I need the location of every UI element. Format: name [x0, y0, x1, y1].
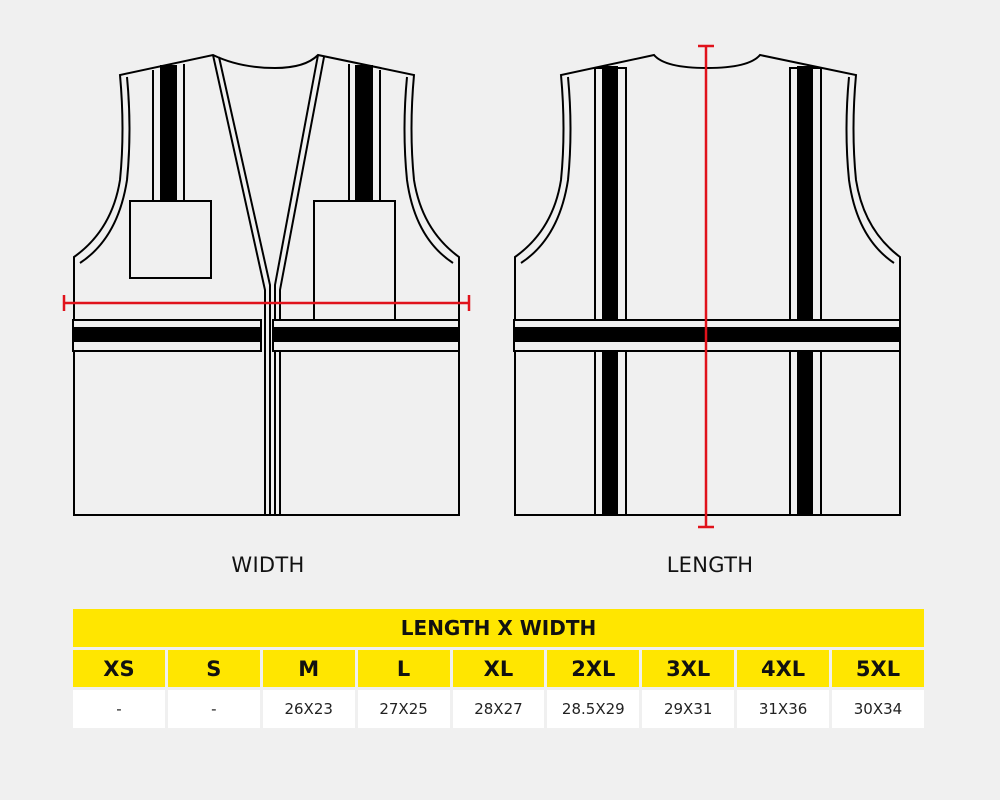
size-value: 27X25 — [357, 690, 450, 728]
size-chart-table: LENGTH X WIDTH XS S M L XL 2XL 3XL 4XL 5… — [70, 606, 927, 731]
size-header: S — [167, 650, 260, 687]
size-value-row: - - 26X23 27X25 28X27 28.5X29 29X31 31X3… — [73, 690, 924, 728]
size-header: 5XL — [832, 650, 924, 687]
width-measure-line — [62, 295, 471, 311]
table-title: LENGTH X WIDTH — [73, 609, 924, 647]
size-value: 28X27 — [452, 690, 545, 728]
vest-front-illustration — [72, 53, 460, 516]
size-header: L — [357, 650, 450, 687]
width-caption: WIDTH — [231, 553, 305, 577]
size-value: 28.5X29 — [547, 690, 640, 728]
vest-diagrams — [62, 44, 901, 529]
table-title-row: LENGTH X WIDTH — [73, 609, 924, 647]
size-value: - — [73, 690, 165, 728]
size-value: 26X23 — [262, 690, 355, 728]
size-header: XS — [73, 650, 165, 687]
size-value: 29X31 — [642, 690, 735, 728]
size-header-row: XS S M L XL 2XL 3XL 4XL 5XL — [73, 650, 924, 687]
size-header: 4XL — [737, 650, 829, 687]
length-measure-line — [698, 44, 714, 529]
size-value: 30X34 — [832, 690, 924, 728]
size-header: M — [262, 650, 355, 687]
size-value: 31X36 — [737, 690, 829, 728]
size-header: 2XL — [547, 650, 640, 687]
size-header: 3XL — [642, 650, 735, 687]
size-header: XL — [452, 650, 545, 687]
size-value: - — [167, 690, 260, 728]
length-caption: LENGTH — [666, 553, 754, 577]
